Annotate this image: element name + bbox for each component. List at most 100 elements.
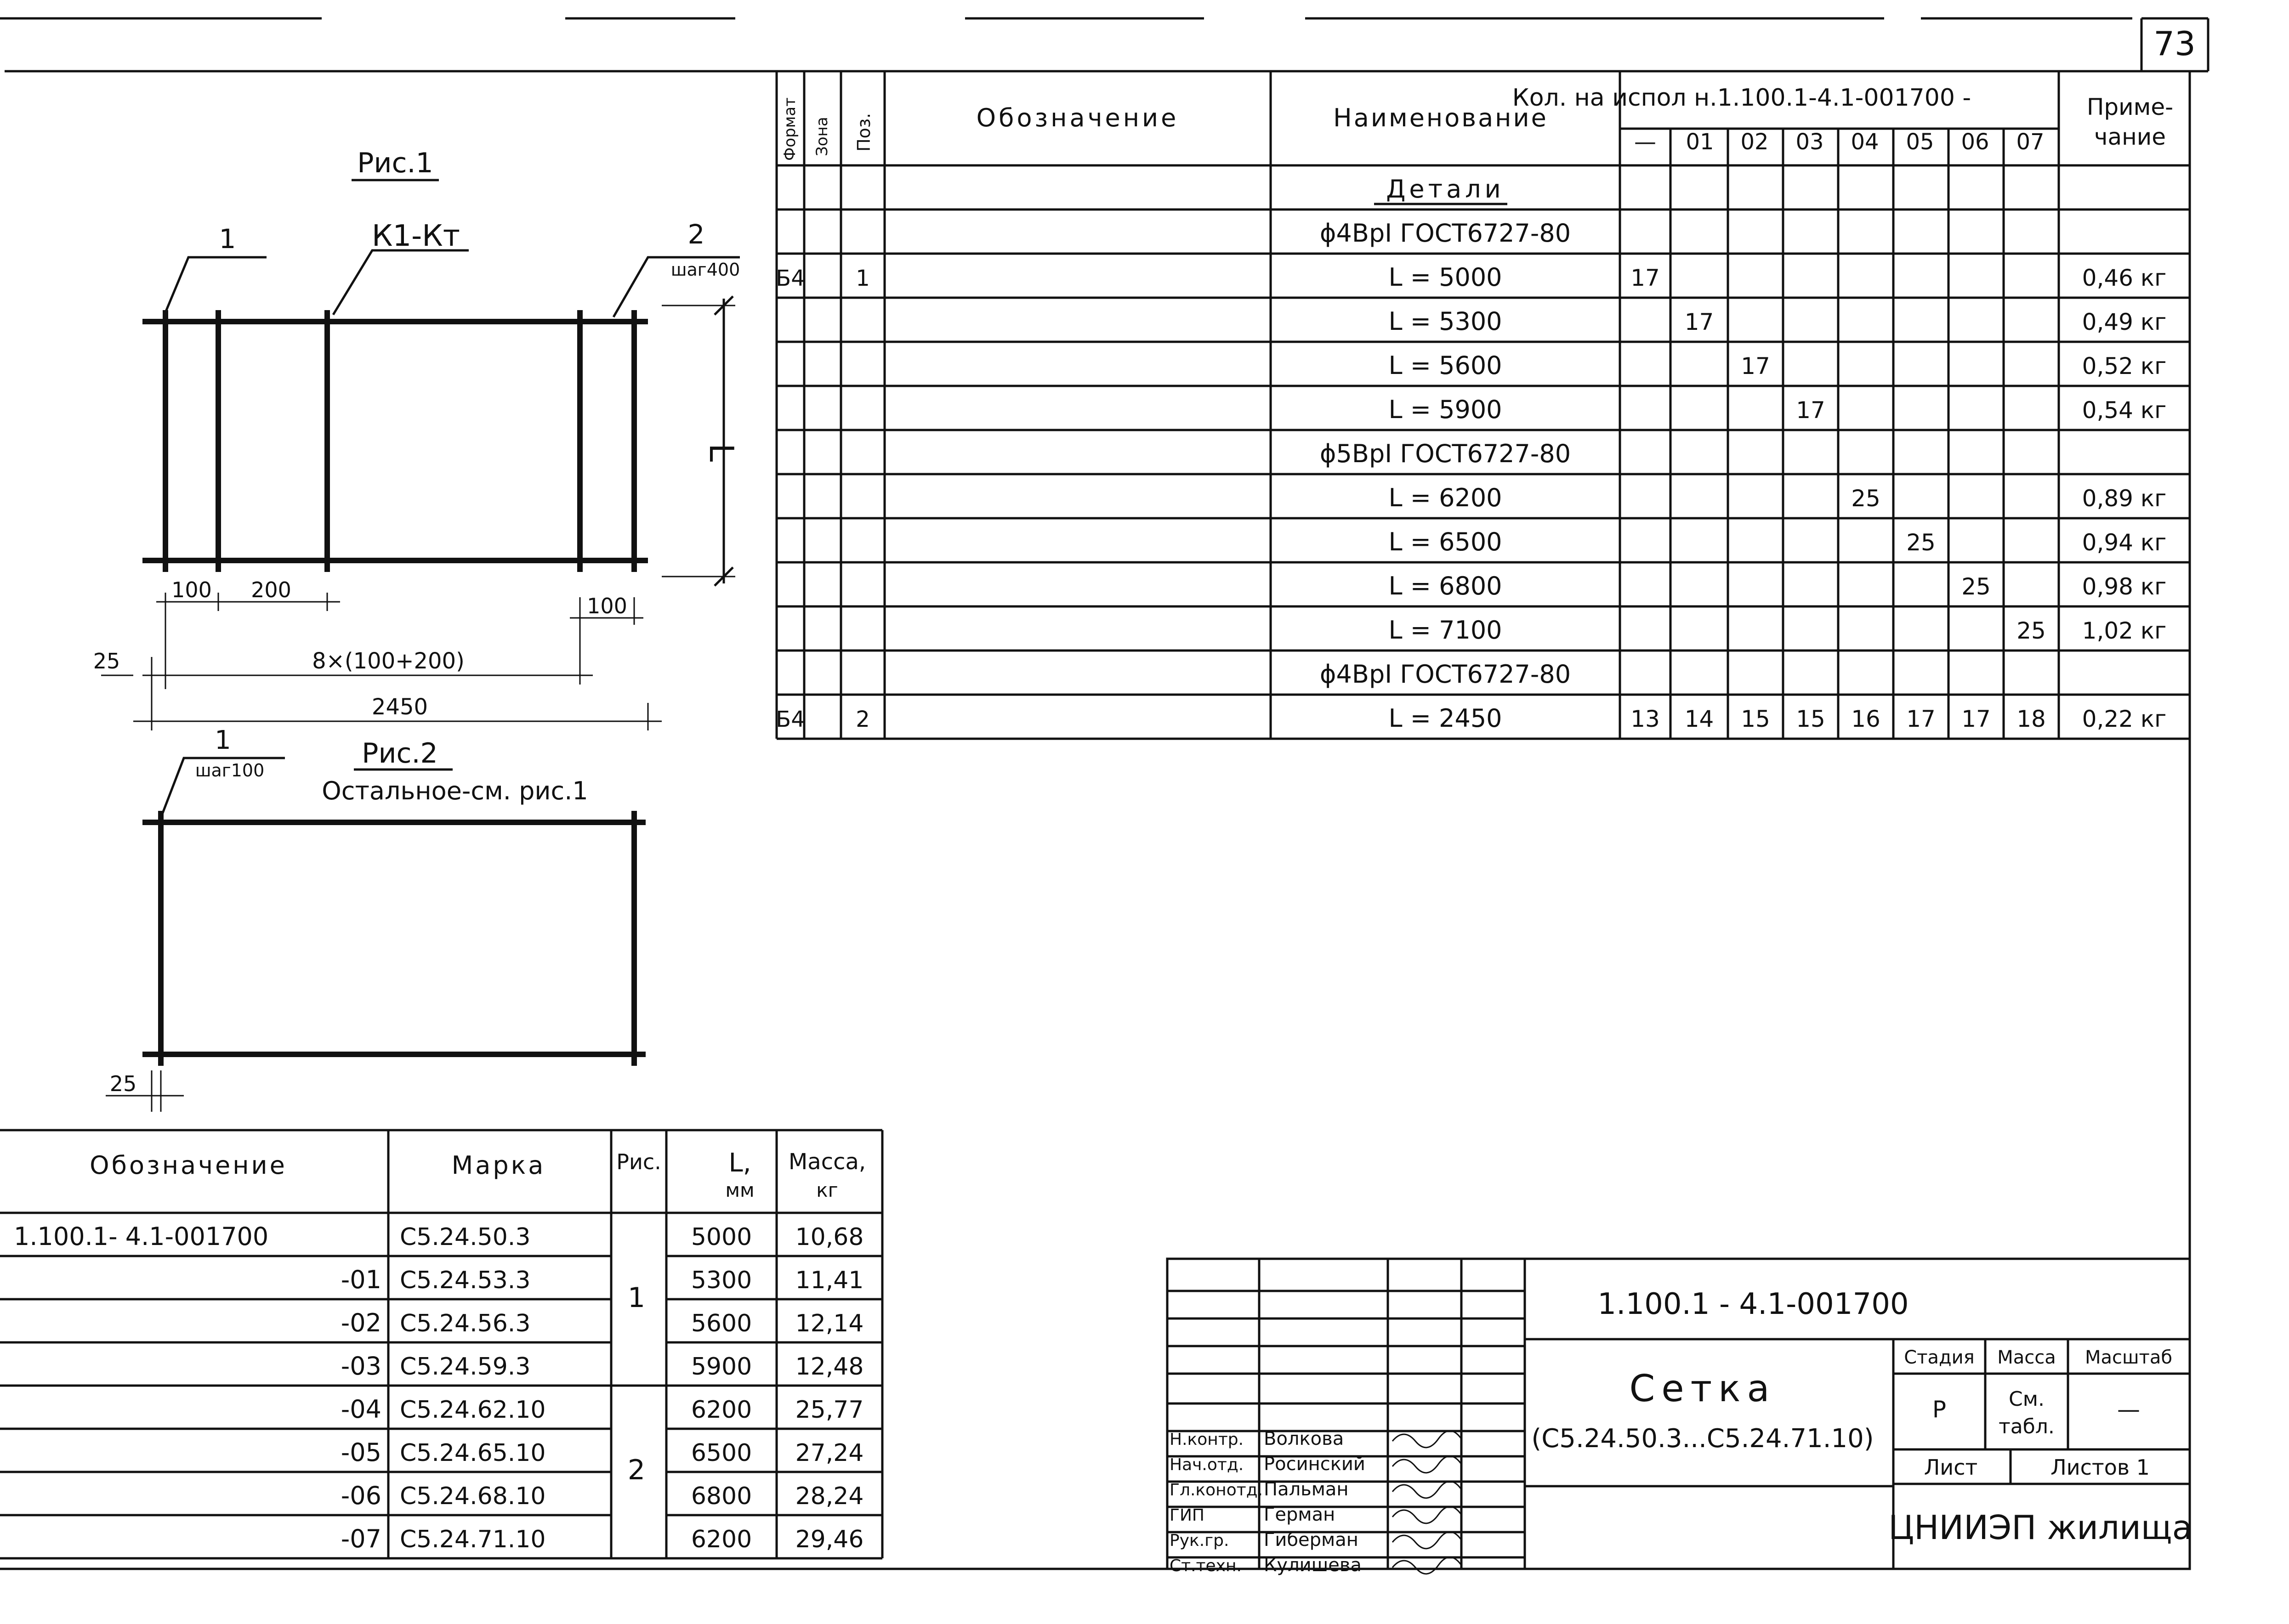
marks-cell-length: 5900	[691, 1353, 752, 1381]
marks-cell-mark: С5.24.65.10	[400, 1439, 545, 1467]
marks-cell-length: 6200	[691, 1526, 752, 1553]
spec-cell-name: ϕ4ВрI ГОСТ6727-80	[1320, 219, 1571, 248]
spec-cell-name: Детали	[1386, 175, 1505, 204]
spec-table-header: Формат Зона Поз. Обозначение Наименовани…	[781, 84, 2173, 161]
marks-cell-designation: -07	[341, 1524, 381, 1553]
title-stage-header: Стадия	[1904, 1347, 1974, 1368]
spec-cell-name: L = 5300	[1388, 307, 1502, 336]
marks-table-body: 1.100.1- 4.1-001700 С5.24.50.3 5000 10,68 -0…	[14, 1222, 863, 1553]
signature-scribble	[1392, 1531, 1462, 1550]
spec-cell-note: 0,46 кг	[2082, 265, 2167, 291]
fig1-label-1: 1	[219, 223, 236, 255]
spec-cell-name: L = 6800	[1388, 572, 1502, 600]
marks-table: Обозначение Марка Рис. L, мм Масса, кг 1…	[0, 1129, 884, 1560]
signer-role: Гл.конотд.	[1170, 1481, 1263, 1500]
spec-cell-note: 0,94 кг	[2082, 529, 2167, 556]
marks-cell-length: 5600	[691, 1310, 752, 1337]
marks-cell-mass: 28,24	[795, 1483, 864, 1510]
fig1-step: шаг400	[671, 260, 740, 280]
marks-cell-designation: -04	[341, 1395, 381, 1424]
spec-header-note-line2: чание	[2094, 124, 2166, 150]
fig1-dim-8x: 8×(100+200)	[312, 648, 465, 674]
spec-cell-name: ϕ5ВрI ГОСТ6727-80	[1320, 439, 1571, 468]
marks-cell-designation: -02	[341, 1308, 381, 1337]
spec-header-designation: Обозначение	[977, 103, 1179, 132]
marks-cell-mass: 29,46	[795, 1526, 864, 1553]
signature-scribble	[1392, 1556, 1462, 1575]
signer-role: Нач.отд.	[1170, 1455, 1244, 1474]
spec-header-zone: Зона	[813, 117, 831, 156]
marks-cell-length: 5300	[691, 1267, 752, 1294]
marks-cell-mark: С5.24.68.10	[400, 1483, 545, 1510]
spec-cell-pos: 2	[856, 707, 870, 732]
spec-table: Формат Зона Поз. Обозначение Наименовани…	[775, 71, 2191, 740]
spec-cell-qty: 17	[1961, 706, 1991, 732]
spec-cell-name: L = 5600	[1388, 351, 1502, 380]
title-scale-header: Масштаб	[2085, 1347, 2172, 1368]
figure-1: Рис.1 1 К1-Кт 2 шаг400 L	[93, 147, 741, 730]
spec-variant-headers: — 01 02 03 04 05 06 07	[1634, 129, 2045, 155]
fig1-dim-2450: 2450	[372, 694, 428, 720]
spec-variant-header: 05	[1906, 129, 1934, 155]
marks-cell-mark: С5.24.50.3	[400, 1223, 530, 1251]
fig1-dim-200: 200	[251, 577, 291, 602]
title-sheet-header: Лист	[1924, 1455, 1978, 1480]
title-code: 1.100.1 - 4.1-001700	[1597, 1287, 1908, 1321]
spec-cell-name: L = 6500	[1388, 527, 1502, 556]
title-sheets-header: Листов 1	[2050, 1455, 2150, 1480]
marks-cell-designation: 1.100.1- 4.1-001700	[14, 1222, 268, 1251]
spec-cell-pos: 1	[856, 266, 870, 291]
marks-table-grid	[0, 1129, 884, 1560]
spec-cell-qty: 17	[1796, 397, 1825, 424]
signer-name: Гиберман	[1264, 1529, 1358, 1550]
spec-cell-note: 0,54 кг	[2082, 397, 2167, 424]
spec-cell-name: L = 7100	[1388, 616, 1502, 645]
spec-cell-name: L = 5000	[1388, 263, 1502, 292]
title-scale: —	[2117, 1396, 2140, 1423]
fig1-dim-100a: 100	[171, 577, 212, 602]
title-mass-header: Масса	[1997, 1347, 2056, 1368]
marks-cell-mass: 12,14	[795, 1310, 864, 1337]
marks-cell-designation: -01	[341, 1265, 381, 1294]
spec-cell-qty: 25	[2016, 617, 2046, 644]
spec-cell-note: 1,02 кг	[2082, 617, 2167, 644]
spec-cell-qty: 15	[1741, 706, 1770, 732]
spec-cell-qty: 25	[1906, 529, 1936, 556]
spec-cell-name: L = 5900	[1388, 395, 1502, 424]
spec-cell-qty: 16	[1851, 706, 1880, 732]
marks-cell-length: 5000	[691, 1223, 752, 1251]
spec-cell-qty: 25	[1961, 573, 1991, 600]
marks-cell-designation: -06	[341, 1481, 381, 1510]
spec-cell-qty: 17	[1906, 706, 1936, 732]
spec-cell-qty: 14	[1685, 706, 1714, 732]
marks-header-designation: Обозначение	[90, 1151, 287, 1180]
spec-cell-name: L = 6200	[1388, 483, 1502, 512]
signature-scribble	[1392, 1481, 1462, 1499]
marks-cell-designation: -05	[341, 1438, 381, 1467]
fig2-title: Рис.2	[362, 737, 437, 770]
title-name: Сетка	[1629, 1367, 1776, 1410]
signer-role: ГИП	[1170, 1506, 1204, 1525]
spec-cell-qty: 15	[1796, 706, 1825, 732]
marks-cell-mass: 27,24	[795, 1439, 864, 1467]
title-block: 1.100.1 - 4.1-001700 Сетка (С5.24.50.3..…	[1166, 1257, 2192, 1576]
spec-cell-name: L = 2450	[1388, 704, 1502, 733]
signer-name: Герман	[1264, 1504, 1335, 1525]
marks-cell-mark: С5.24.59.3	[400, 1353, 530, 1381]
spec-cell-qty: 17	[1685, 309, 1714, 335]
marks-fig-group: 1	[628, 1282, 645, 1314]
marks-cell-mass: 12,48	[795, 1353, 864, 1381]
spec-cell-note: 0,49 кг	[2082, 309, 2167, 335]
spec-header-pos: Поз.	[854, 113, 874, 152]
signer-name: Росинский	[1264, 1454, 1365, 1475]
marks-cell-mass: 10,68	[795, 1223, 864, 1251]
spec-cell-qty: 17	[1630, 265, 1660, 291]
fig1-dim-25: 25	[93, 649, 120, 673]
signature-scribble	[1392, 1506, 1462, 1524]
spec-cell-note: 0,22 кг	[2082, 706, 2167, 732]
signature-scribble	[1392, 1455, 1462, 1474]
marks-cell-length: 6500	[691, 1439, 752, 1467]
spec-variant-header: 06	[1961, 129, 1989, 155]
fig1-title: Рис.1	[357, 147, 433, 179]
marks-header-fig: Рис.	[616, 1149, 661, 1174]
